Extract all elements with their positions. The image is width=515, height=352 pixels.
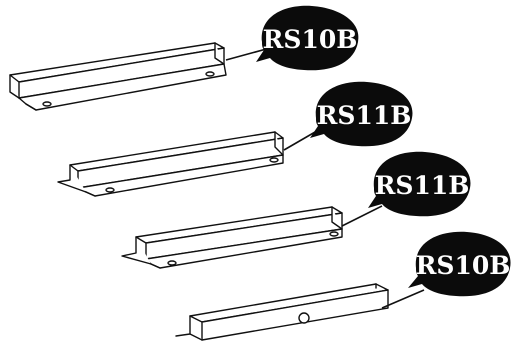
leader-line — [225, 47, 271, 61]
callout-label: RS10B — [416, 251, 511, 280]
callout-bubble-part-1: RS10B — [256, 5, 359, 71]
mounting-hole — [167, 260, 177, 266]
rail-part-1 — [9, 42, 227, 111]
callout-bubble-part-2: RS11B — [310, 81, 413, 147]
callout-label: RS10B — [263, 25, 358, 54]
rail-part-3 — [121, 206, 343, 269]
callout-bubble-part-3: RS11B — [368, 151, 471, 217]
rail-part-2 — [57, 131, 284, 197]
callout-label: RS11B — [375, 171, 470, 200]
callout-label: RS11B — [317, 101, 412, 130]
leader-line — [341, 205, 383, 227]
mounting-hole — [329, 231, 339, 237]
mounting-hole — [105, 187, 115, 193]
center-hole — [298, 312, 310, 324]
mounting-hole — [205, 71, 215, 77]
leader-line — [381, 289, 425, 309]
rail-part-4 — [175, 283, 389, 341]
mounting-hole — [269, 157, 279, 163]
mounting-hole — [42, 101, 52, 107]
callout-bubble-part-4: RS10B — [408, 231, 511, 297]
